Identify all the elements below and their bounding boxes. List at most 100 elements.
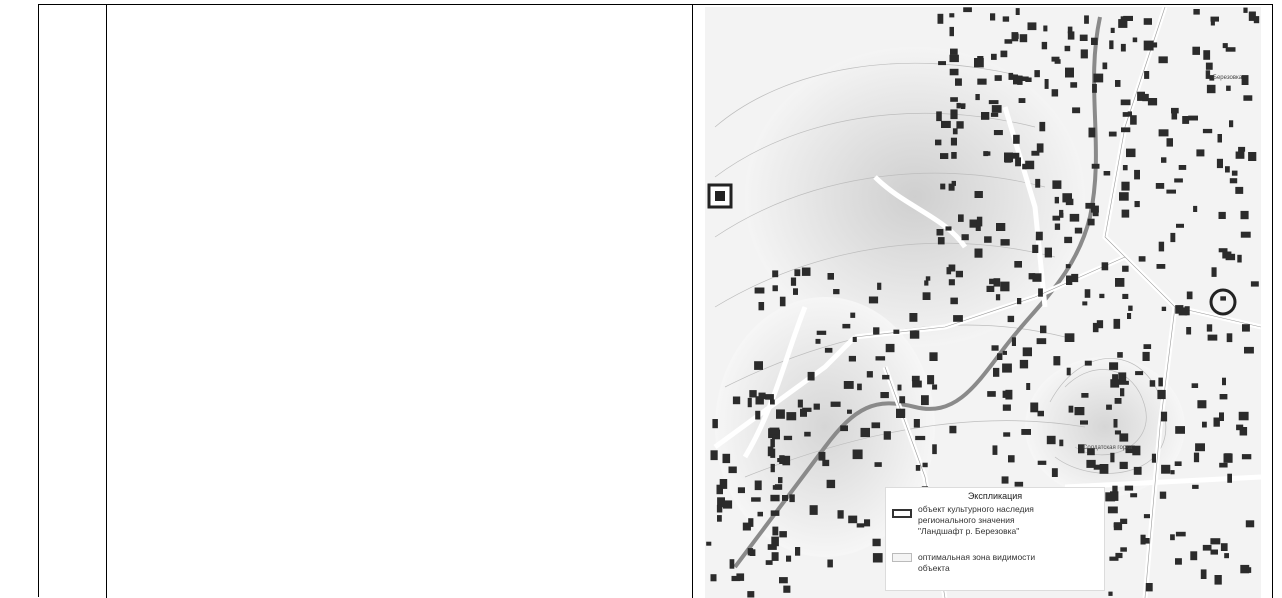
building <box>1161 306 1167 311</box>
building <box>988 100 999 105</box>
building <box>937 237 945 245</box>
building <box>936 111 942 122</box>
building <box>872 538 881 547</box>
building <box>1117 352 1123 358</box>
building <box>1052 215 1061 221</box>
building <box>1142 93 1149 102</box>
building <box>983 151 989 157</box>
building <box>981 112 990 120</box>
building <box>765 394 774 400</box>
building <box>1219 412 1224 421</box>
building <box>969 219 979 228</box>
building <box>1004 152 1013 163</box>
building <box>1068 405 1074 413</box>
building <box>767 544 777 550</box>
building <box>1059 209 1064 218</box>
building <box>1059 439 1064 447</box>
building <box>1119 380 1129 385</box>
building <box>1000 239 1010 246</box>
building <box>896 408 906 418</box>
building <box>955 270 963 278</box>
building <box>949 425 957 434</box>
building <box>1202 421 1207 428</box>
building <box>783 435 793 441</box>
building <box>782 455 791 466</box>
building <box>1115 278 1125 287</box>
building <box>1142 351 1150 361</box>
roundabout-landmark <box>1209 288 1237 316</box>
building <box>717 515 722 522</box>
building <box>1114 398 1122 404</box>
building <box>782 495 788 501</box>
building <box>1125 445 1135 454</box>
building <box>717 497 725 508</box>
building <box>950 48 958 55</box>
building <box>1170 232 1176 243</box>
building <box>871 422 881 429</box>
building <box>1132 445 1141 456</box>
buildings-layer <box>706 7 1260 598</box>
building <box>1128 305 1133 311</box>
building <box>1227 473 1232 483</box>
building <box>732 396 741 405</box>
building <box>1225 47 1236 52</box>
building <box>997 353 1003 360</box>
building <box>921 395 929 406</box>
building <box>1031 150 1040 156</box>
building <box>948 264 956 272</box>
building <box>948 279 955 286</box>
building <box>1036 143 1044 153</box>
building <box>975 94 980 101</box>
building <box>1126 148 1136 158</box>
building <box>1161 464 1171 474</box>
building <box>864 519 871 527</box>
building <box>1203 50 1211 60</box>
building <box>833 289 840 295</box>
building <box>847 409 852 414</box>
building <box>877 282 882 290</box>
relief-gorka <box>1025 357 1185 497</box>
building <box>1119 433 1129 442</box>
building <box>882 374 890 380</box>
building <box>950 137 957 146</box>
building <box>955 78 962 86</box>
building <box>1120 43 1126 52</box>
building <box>779 296 786 307</box>
building <box>1018 98 1026 103</box>
building <box>1241 454 1252 460</box>
building <box>1157 389 1166 400</box>
building <box>1202 128 1213 134</box>
building <box>1069 213 1080 222</box>
building <box>1002 363 1012 373</box>
building <box>1224 553 1229 559</box>
building <box>1046 435 1056 445</box>
building <box>1074 227 1083 234</box>
building <box>1178 165 1187 170</box>
building <box>974 58 984 68</box>
building <box>1127 111 1132 117</box>
building <box>1174 178 1183 183</box>
building <box>1159 491 1167 499</box>
building <box>1108 591 1113 596</box>
building <box>1037 460 1047 465</box>
building <box>1064 333 1075 342</box>
building <box>1238 411 1249 421</box>
building <box>1120 518 1128 524</box>
building <box>1241 75 1249 85</box>
building <box>767 446 774 457</box>
building <box>1225 166 1230 173</box>
building <box>1200 569 1207 579</box>
building <box>1158 377 1163 387</box>
building <box>1170 534 1175 541</box>
building <box>1022 347 1032 357</box>
building <box>1242 324 1250 332</box>
building <box>1243 95 1253 101</box>
building <box>956 121 964 129</box>
building <box>950 297 958 305</box>
building <box>1175 531 1186 537</box>
building <box>755 396 764 405</box>
building <box>1121 181 1130 191</box>
building <box>1054 59 1061 64</box>
building <box>1110 379 1120 388</box>
building <box>1028 273 1036 280</box>
